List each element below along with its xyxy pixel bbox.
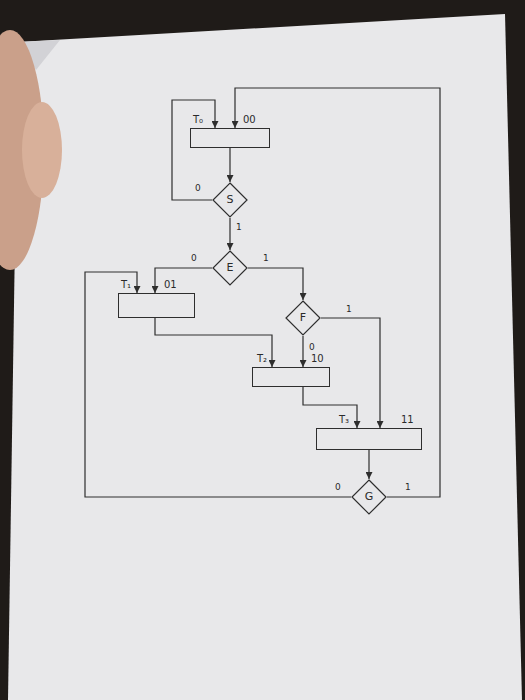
state-code: 01 bbox=[164, 279, 177, 291]
flow-connector bbox=[235, 88, 440, 497]
branch-label: 1 bbox=[345, 304, 353, 315]
decision-diamond: E bbox=[212, 250, 248, 286]
condition-variable: G bbox=[365, 491, 374, 503]
branch-label: 1 bbox=[262, 253, 270, 264]
flow-connector bbox=[303, 387, 357, 428]
decision-diamond: F bbox=[285, 300, 321, 336]
state-code: 00 bbox=[243, 114, 256, 126]
thumb bbox=[22, 102, 62, 198]
condition-variable: S bbox=[227, 194, 234, 206]
condition-variable: E bbox=[227, 262, 234, 274]
state-name: T₀ bbox=[193, 114, 203, 126]
state-box: T₁01 bbox=[118, 293, 195, 318]
flow-connector bbox=[155, 268, 212, 293]
branch-label: 0 bbox=[334, 482, 342, 493]
branch-label: 0 bbox=[190, 253, 198, 264]
state-box: T₃11 bbox=[316, 428, 422, 450]
flow-connector bbox=[155, 318, 272, 367]
state-box: T₂10 bbox=[252, 367, 330, 387]
flow-connector bbox=[229, 148, 230, 182]
decision-diamond: S bbox=[212, 182, 248, 218]
condition-variable: F bbox=[300, 312, 306, 324]
branch-label: 1 bbox=[404, 482, 412, 493]
flow-connector bbox=[229, 218, 230, 250]
paper-sheet bbox=[8, 14, 522, 700]
state-code: 11 bbox=[401, 414, 414, 426]
decision-diamond: G bbox=[351, 479, 387, 515]
branch-label: 0 bbox=[308, 342, 316, 353]
flow-connector bbox=[172, 100, 215, 200]
state-box: T₀00 bbox=[190, 128, 270, 148]
state-name: T₁ bbox=[121, 279, 131, 291]
state-name: T₃ bbox=[339, 414, 349, 426]
flow-connector bbox=[85, 272, 351, 497]
branch-label: 0 bbox=[194, 183, 202, 194]
branch-label: 1 bbox=[235, 222, 243, 233]
flow-connector bbox=[302, 336, 303, 367]
state-name: T₂ bbox=[257, 353, 267, 365]
flow-connector bbox=[368, 450, 369, 479]
state-code: 10 bbox=[311, 353, 324, 365]
flow-connector bbox=[248, 268, 303, 300]
